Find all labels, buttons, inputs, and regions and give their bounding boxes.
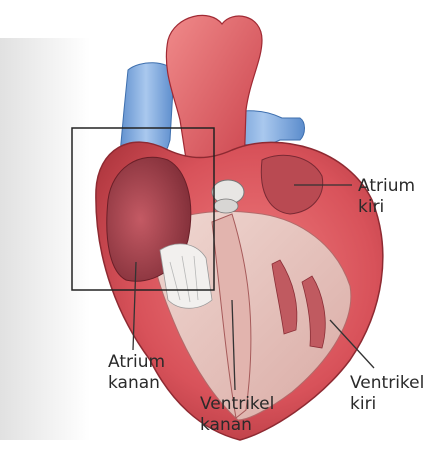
label-atrium-kanan: Atrium kanan — [108, 352, 165, 394]
background-panel — [0, 38, 90, 440]
label-ventrikel-kiri: Ventrikel kiri — [350, 373, 424, 415]
label-atrium-kiri: Atrium kiri — [358, 176, 415, 218]
label-ventrikel-kanan: Ventrikel kanan — [200, 394, 274, 436]
mitral-valve-shape — [214, 199, 238, 213]
